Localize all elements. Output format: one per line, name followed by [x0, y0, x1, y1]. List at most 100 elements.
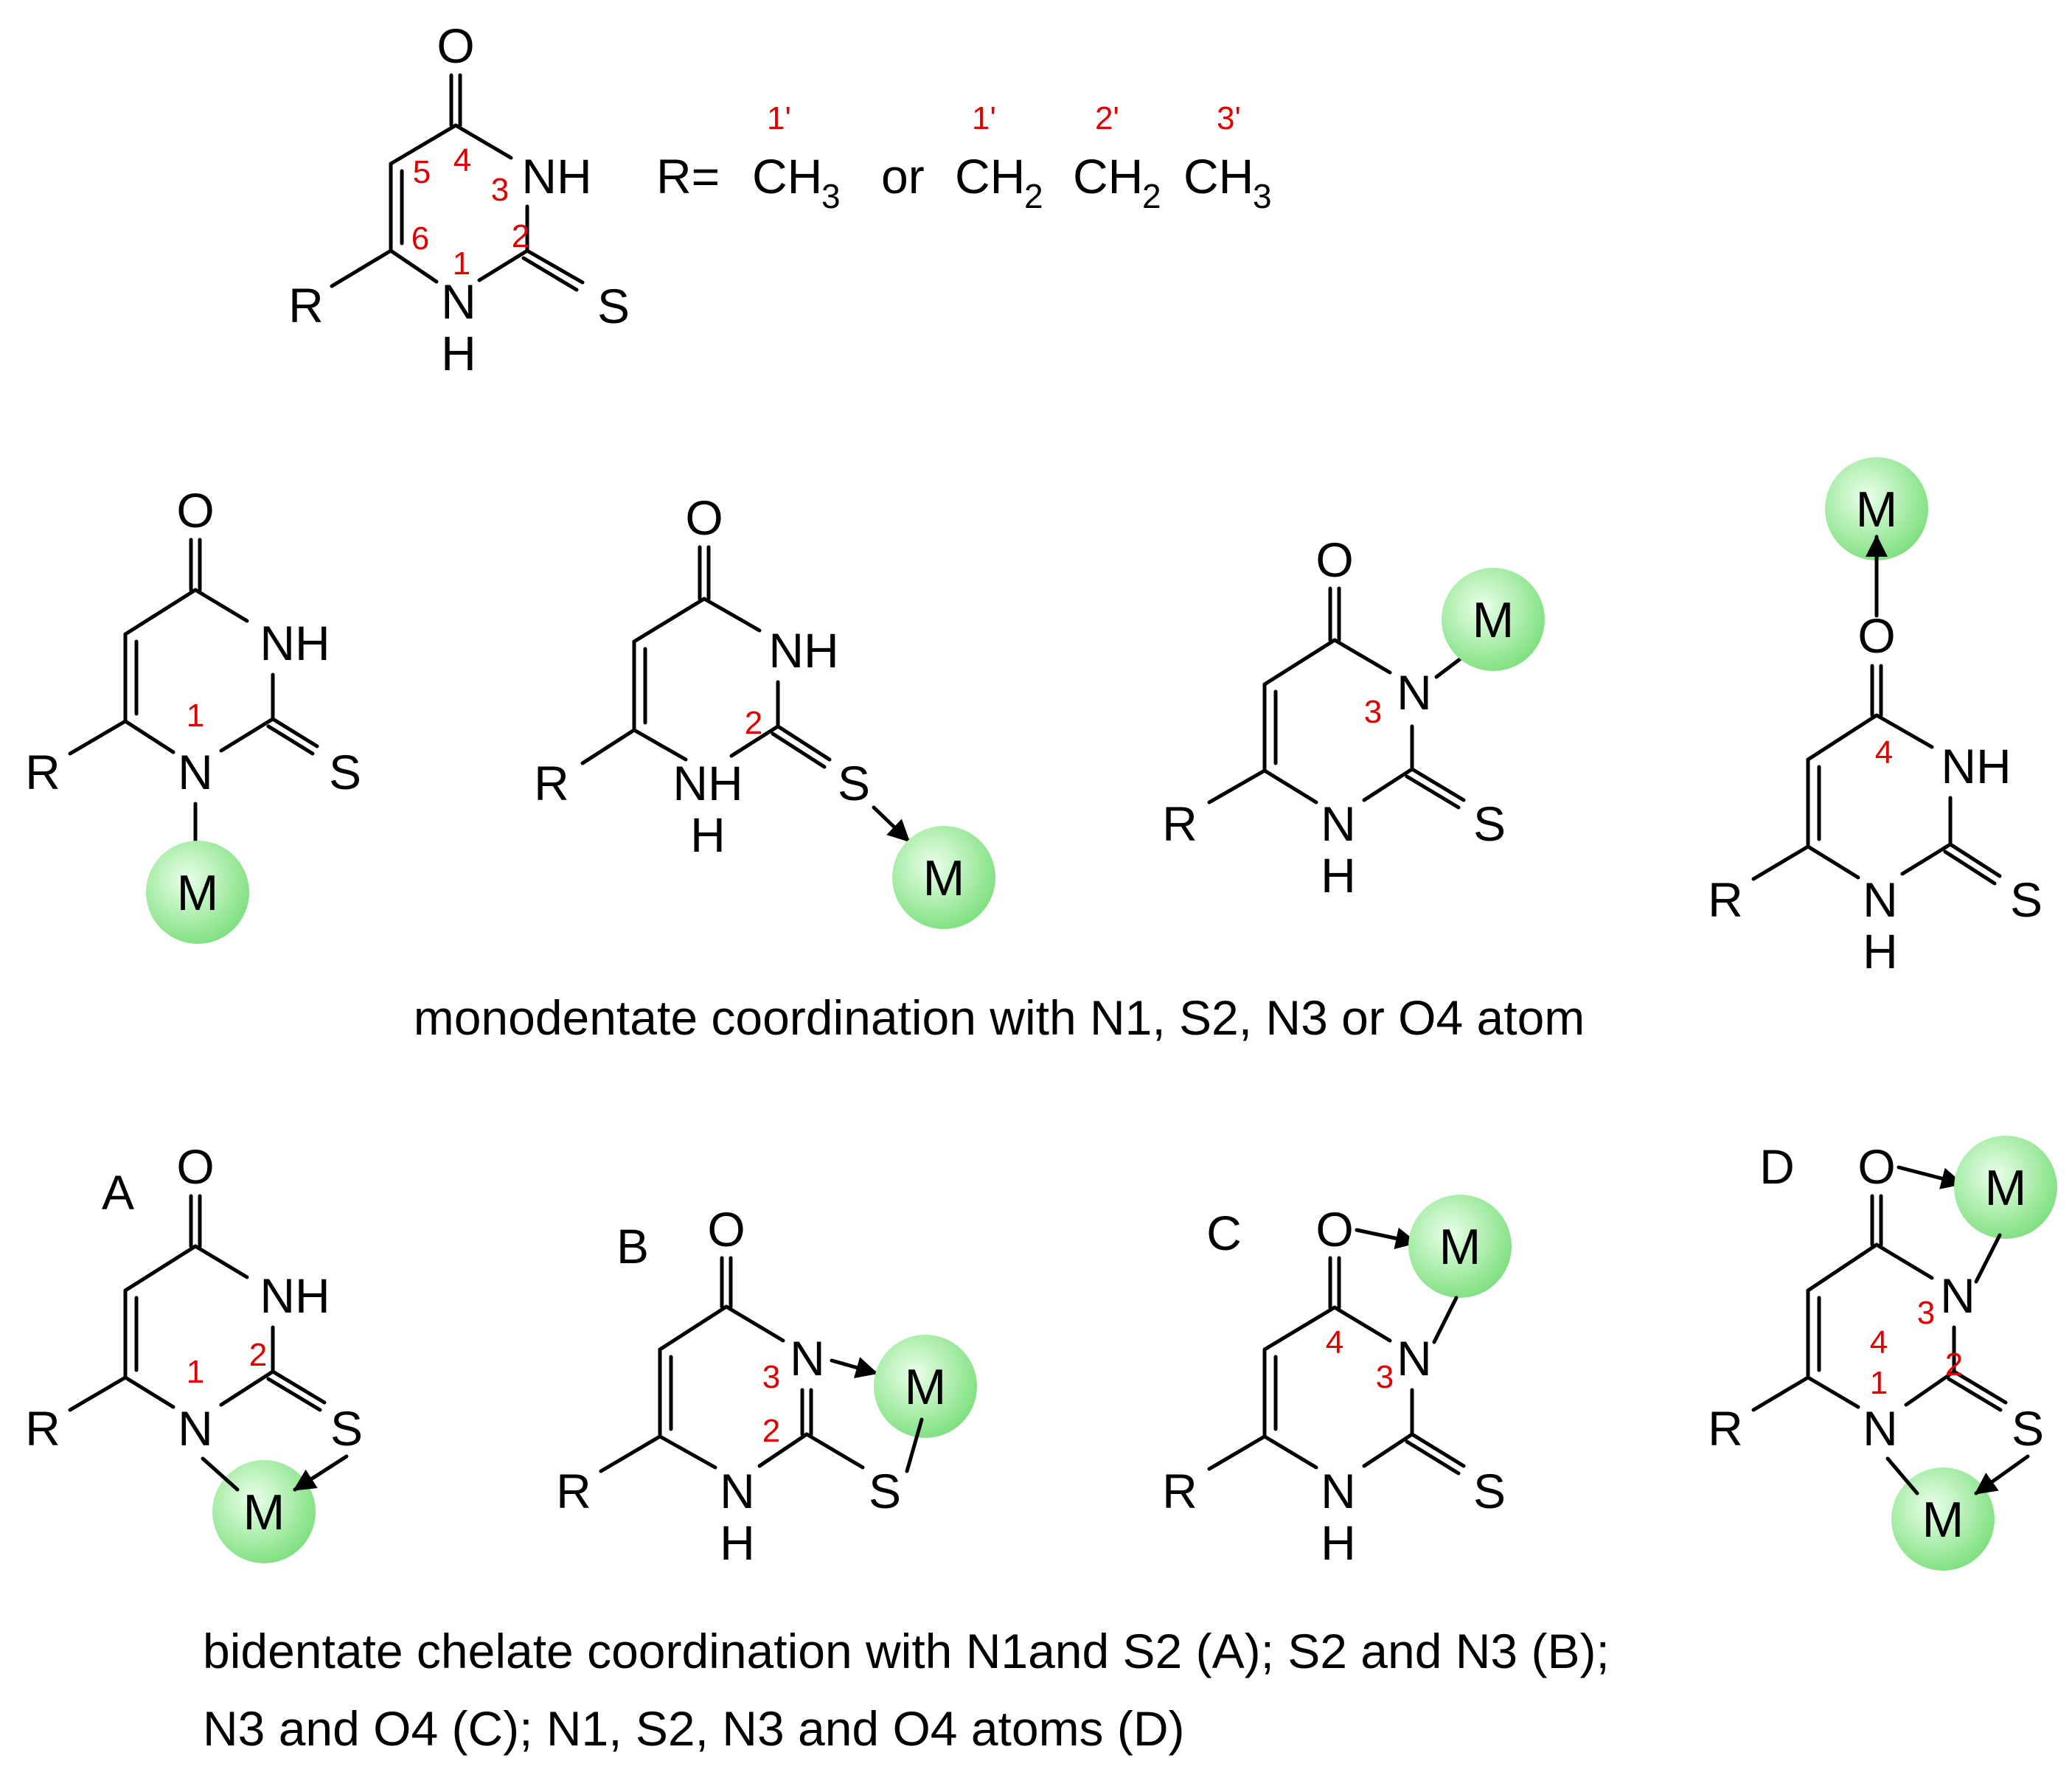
- bid-number-1: 1: [1870, 1365, 1888, 1401]
- mono3-o-atom: O: [1315, 532, 1353, 587]
- monodentate-caption: monodentate coordination with N1, S2, N3…: [414, 990, 1585, 1045]
- bi-a-structure: A O NH S N R M 1 2: [25, 1139, 363, 1563]
- mono1-s-atom: S: [329, 745, 361, 799]
- bid-r-group: R: [1708, 1401, 1743, 1456]
- or-text: or: [881, 149, 925, 204]
- bib-nh-atom: N: [720, 1464, 755, 1518]
- bib-o-atom: O: [707, 1202, 745, 1257]
- bid-number-4: 4: [1870, 1324, 1888, 1361]
- bi-a-letter: A: [102, 1165, 134, 1220]
- bic-number-3: 3: [1376, 1359, 1394, 1395]
- mono4-o-atom: O: [1857, 608, 1895, 663]
- mono1-metal-label: M: [177, 865, 219, 921]
- bidentate-caption-line1: bidentate chelate coordination with N1an…: [203, 1624, 1610, 1678]
- header-structure: O NH S N H R 5 4 3 2 6 1: [288, 18, 630, 381]
- propyl-ch3: CH: [1183, 149, 1254, 204]
- mono1-metal-circle: [146, 841, 249, 944]
- bic-h-atom: H: [1321, 1515, 1356, 1570]
- propyl-ch2-b: CH: [1073, 149, 1143, 204]
- mono1-r-group: R: [25, 745, 60, 799]
- mono4-nh-atom: NH: [1941, 739, 2011, 793]
- prime-2-propyl: 2': [1095, 100, 1119, 136]
- mono2-metal-label: M: [923, 850, 965, 906]
- methyl-text: CH: [752, 149, 822, 204]
- r-group-definition: R= CH 3 or CH 2 CH 2 CH 3 1' 1' 2' 3': [656, 100, 1272, 215]
- mono4-n-atom: N: [1863, 872, 1898, 927]
- mono-n3-structure: O N M S N H R 3: [1162, 532, 1545, 903]
- propyl-sub-c: 3: [1253, 177, 1272, 215]
- bidentate-caption-line2: N3 and O4 (C); N1, S2, N3 and O4 atoms (…: [203, 1701, 1185, 1756]
- bi-c-letter: C: [1206, 1206, 1242, 1260]
- header-n1-atom: N: [441, 274, 476, 329]
- bib-number-2: 2: [762, 1413, 780, 1449]
- ring-number-6: 6: [411, 220, 429, 257]
- header-h-atom: H: [441, 326, 476, 381]
- propyl-sub-a: 2: [1024, 177, 1043, 215]
- bid-metal-label-bottom: M: [1922, 1492, 1964, 1548]
- mono1-number: 1: [187, 698, 204, 734]
- mono2-number: 2: [745, 705, 762, 741]
- header-r-group: R: [288, 278, 324, 333]
- mono2-metal-circle: [892, 826, 995, 929]
- bid-number-2: 2: [1945, 1347, 1963, 1383]
- ring-number-3: 3: [491, 172, 509, 208]
- bic-o-atom: O: [1315, 1202, 1353, 1257]
- header-s-atom: S: [597, 279, 630, 333]
- ring-number-1: 1: [453, 246, 470, 282]
- bia-s-atom: S: [330, 1401, 363, 1456]
- mono2-nh-atom: NH: [768, 623, 838, 678]
- mono2-h-atom: H: [690, 807, 726, 862]
- bic-number-4: 4: [1326, 1324, 1343, 1361]
- methyl-subscript: 3: [821, 177, 841, 215]
- bid-number-3: 3: [1917, 1295, 1935, 1331]
- bi-d-letter: D: [1759, 1139, 1795, 1194]
- bib-number-3: 3: [762, 1359, 780, 1395]
- bi-d-structure: D O M N S N R M 4 3 1 2: [1708, 1136, 2057, 1571]
- mono4-metal-circle: [1825, 457, 1928, 560]
- header-n3-atom: NH: [521, 149, 591, 204]
- ring-number-2: 2: [512, 218, 529, 254]
- mono1-n-atom: N: [178, 745, 213, 799]
- bid-metal-label-top: M: [1985, 1160, 2027, 1216]
- mono2-r-group: R: [534, 756, 569, 810]
- ring-number-5: 5: [413, 154, 431, 190]
- mono4-metal-label: M: [1856, 482, 1898, 538]
- bia-number-1: 1: [187, 1354, 204, 1390]
- prime-1-methyl: 1': [767, 100, 791, 136]
- mono3-n-atom: N: [1397, 665, 1432, 720]
- mono3-nh-atom: N: [1321, 796, 1356, 851]
- mono-n1-structure: O NH S N R M 1: [25, 483, 361, 944]
- header-o-atom: O: [437, 18, 474, 73]
- bi-c-structure: C O M N S N H R 4 3: [1162, 1195, 1512, 1570]
- mono1-nh-atom: NH: [260, 616, 330, 670]
- bia-metal-label: M: [243, 1484, 285, 1540]
- bib-n-atom: N: [790, 1331, 825, 1386]
- propyl-sub-b: 2: [1142, 177, 1161, 215]
- mono4-h-atom: H: [1863, 924, 1898, 979]
- prime-3-propyl: 3': [1217, 100, 1241, 136]
- bib-h-atom: H: [720, 1515, 755, 1570]
- bia-metal-circle: [212, 1460, 316, 1563]
- bid-n3-atom: N: [1940, 1268, 1975, 1323]
- mono4-s-atom: S: [2010, 872, 2043, 927]
- bib-metal-label: M: [905, 1359, 947, 1415]
- bic-n-atom: N: [1397, 1331, 1432, 1386]
- bid-s-atom: S: [2012, 1401, 2044, 1456]
- mono2-s-atom: S: [838, 756, 870, 810]
- mono3-s-atom: S: [1473, 796, 1506, 851]
- mono3-h-atom: H: [1321, 848, 1356, 903]
- mono2-o-atom: O: [685, 490, 723, 545]
- mono1-o-atom: O: [176, 483, 214, 538]
- bic-s-atom: S: [1473, 1464, 1506, 1518]
- bia-n-atom: N: [178, 1401, 213, 1456]
- bi-b-letter: B: [616, 1219, 649, 1274]
- mono3-number: 3: [1364, 694, 1382, 730]
- propyl-ch2-a: CH: [955, 149, 1025, 204]
- bid-metal-circle-top: [1954, 1136, 2057, 1239]
- mono2-n-atom: NH: [672, 756, 743, 810]
- prime-1-propyl: 1': [972, 100, 996, 136]
- ring-number-4: 4: [453, 142, 471, 178]
- mono4-number: 4: [1875, 734, 1893, 771]
- bi-b-structure: B O N M S N H R 3 2: [556, 1202, 977, 1570]
- bia-number-2: 2: [249, 1337, 267, 1373]
